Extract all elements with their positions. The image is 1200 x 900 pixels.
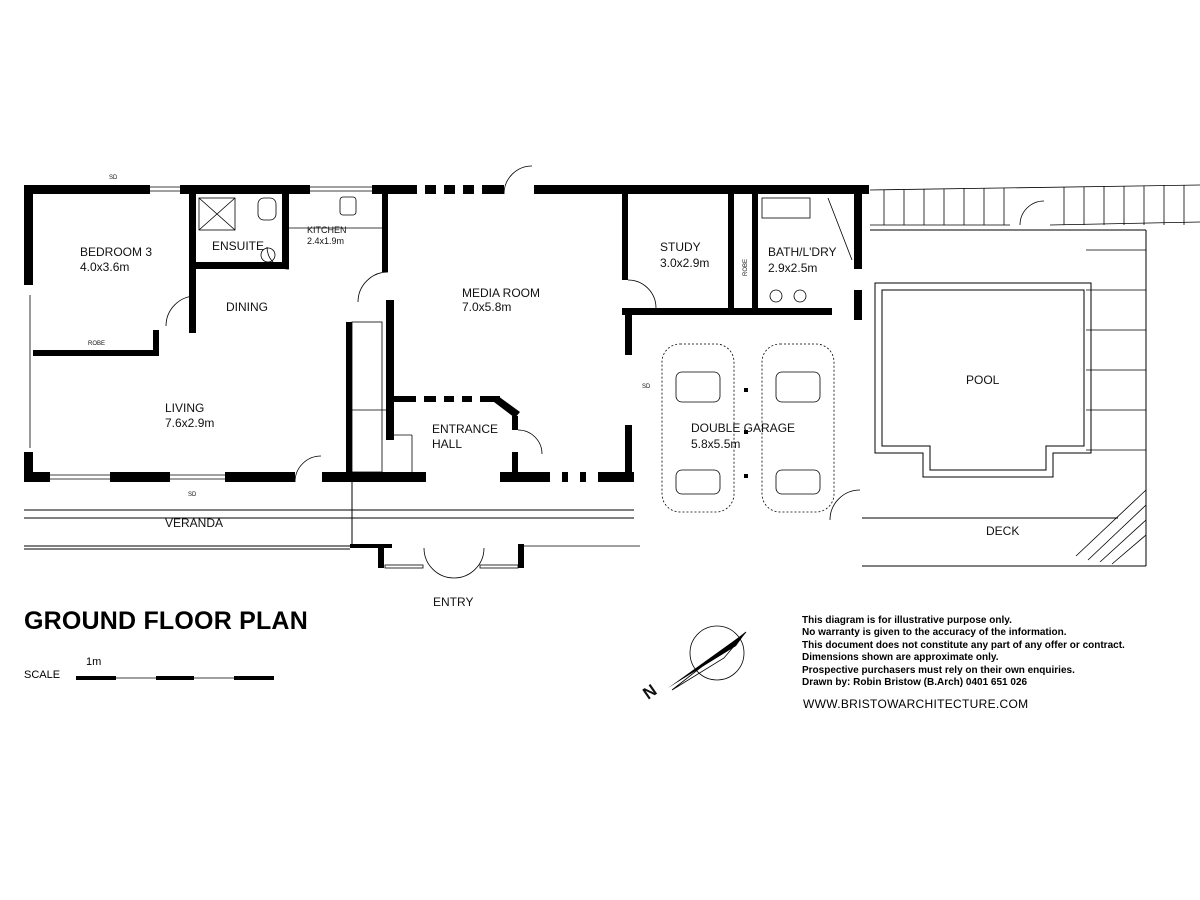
- bath-laundry-size: 2.9x2.5m: [768, 261, 817, 275]
- disclaimer-line: Drawn by: Robin Bristow (B.Arch) 0401 65…: [802, 677, 1028, 689]
- sd-top: SD: [109, 175, 118, 181]
- robe-vertical: ROBE: [743, 259, 749, 276]
- north-label: N: [639, 681, 660, 704]
- veranda-label: VERANDA: [165, 516, 223, 530]
- thin-lines: [24, 165, 1200, 579]
- scale-unit: 1m: [86, 656, 102, 668]
- robe-bedroom: ROBE: [88, 341, 105, 347]
- sd-garage: SD: [642, 384, 651, 390]
- scale-bar: [76, 676, 274, 680]
- living-size: 7.6x2.9m: [165, 416, 214, 430]
- pool-label: POOL: [966, 373, 1000, 387]
- deck-label: DECK: [986, 524, 1019, 538]
- scale-label: SCALE: [24, 669, 61, 681]
- bath-laundry-label: BATH/L'DRY: [768, 245, 837, 259]
- double-garage-label: DOUBLE GARAGE: [691, 421, 795, 435]
- room-labels: BEDROOM 3 4.0x3.6m ENSUITE KITCHEN 2.4x1…: [80, 175, 1019, 609]
- ensuite-label: ENSUITE: [212, 239, 264, 253]
- plan-title: GROUND FLOOR PLAN: [24, 607, 308, 635]
- dining-label: DINING: [226, 300, 268, 314]
- study-label: STUDY: [660, 240, 701, 254]
- disclaimer-line: Dimensions shown are approximate only.: [802, 652, 999, 664]
- study-size: 3.0x2.9m: [660, 256, 709, 270]
- media-room-label: MEDIA ROOM: [462, 286, 540, 300]
- double-garage-size: 5.8x5.5m: [691, 437, 740, 451]
- disclaimer-line: This document does not constitute any pa…: [802, 639, 1125, 651]
- living-label: LIVING: [165, 401, 204, 415]
- bedroom3-label: BEDROOM 3: [80, 245, 152, 259]
- hall-label: HALL: [432, 437, 462, 451]
- bedroom3-size: 4.0x3.6m: [80, 260, 129, 274]
- kitchen-label: KITCHEN: [307, 225, 347, 235]
- disclaimer: This diagram is for illustrative purpose…: [802, 615, 1125, 689]
- walls: [24, 185, 869, 568]
- disclaimer-line: Prospective purchasers must rely on thei…: [802, 664, 1075, 676]
- entrance-label: ENTRANCE: [432, 422, 498, 436]
- sd-bottom: SD: [188, 492, 197, 498]
- disclaimer-line: No warranty is given to the accuracy of …: [802, 627, 1067, 639]
- north-arrow: N: [639, 625, 747, 704]
- kitchen-size: 2.4x1.9m: [307, 236, 344, 246]
- disclaimer-line: This diagram is for illustrative purpose…: [802, 615, 1012, 626]
- entry-label: ENTRY: [433, 595, 473, 609]
- media-room-size: 7.0x5.8m: [462, 300, 511, 314]
- website-link[interactable]: WWW.BRISTOWARCHITECTURE.COM: [803, 697, 1029, 711]
